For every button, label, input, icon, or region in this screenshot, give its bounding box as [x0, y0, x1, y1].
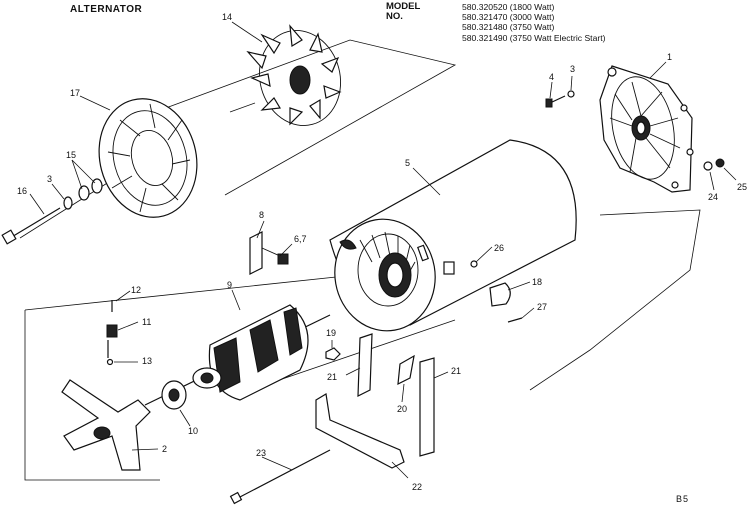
callout-label: 11 — [142, 317, 151, 327]
model-item: 580.321470 (3000 Watt) — [462, 12, 555, 23]
callout-label: 12 — [131, 285, 141, 295]
callout-label: 8 — [259, 210, 264, 220]
stator-housing — [329, 139, 577, 332]
callout-label: 3 — [47, 174, 52, 184]
diagram-title: ALTERNATOR — [70, 4, 143, 15]
tie-rod — [229, 449, 331, 505]
callout-label: 26 — [494, 243, 504, 253]
callout-label: 9 — [227, 280, 232, 290]
callout-label: 6,7 — [294, 234, 307, 244]
callout-label: 15 — [66, 150, 76, 160]
callout-label: 3 — [570, 64, 575, 74]
callout-label: 10 — [188, 426, 198, 436]
terminal-hardware — [417, 244, 523, 323]
fan-guard — [98, 98, 198, 218]
callout-label: 21 — [451, 366, 461, 376]
callout-leaders — [29, 21, 737, 479]
callout-label: 24 — [708, 192, 718, 202]
assembly-guide-lines — [19, 39, 701, 481]
callout-label: 23 — [256, 448, 266, 458]
callout-label: 16 — [17, 186, 27, 196]
page-code: B5 — [676, 494, 690, 504]
callout-label: 14 — [222, 12, 232, 22]
callout-label: 25 — [737, 182, 747, 192]
model-heading: MODEL NO. — [386, 1, 421, 23]
callout-label: 18 — [532, 277, 542, 287]
callout-label: 21 — [327, 372, 337, 382]
through-bolt — [1, 178, 103, 245]
drive-adapter — [61, 379, 151, 471]
rectifier-hardware — [106, 300, 118, 366]
brush-bracket — [249, 231, 289, 275]
callout-label: 2 — [162, 444, 167, 454]
bearing — [161, 380, 187, 410]
model-item: 580.320520 (1800 Watt) — [462, 2, 555, 12]
model-item: 580.321490 (3750 Watt Electric Start) — [462, 32, 606, 43]
mount-straps — [325, 333, 435, 457]
callout-label: 17 — [70, 88, 80, 98]
model-item: 580.321480 (3750 Watt) — [462, 22, 555, 33]
callout-label: 19 — [326, 328, 336, 338]
callout-label: 4 — [549, 72, 554, 82]
callout-label: 5 — [405, 158, 410, 168]
nut-washer — [703, 158, 725, 171]
cooling-fan — [246, 24, 342, 126]
mounting-screw — [545, 90, 575, 108]
callout-label: 13 — [142, 356, 152, 366]
callout-label: 27 — [537, 302, 547, 312]
mounting-base — [315, 393, 405, 469]
callout-label: 1 — [667, 52, 672, 62]
end-bell-housing — [599, 65, 694, 193]
callout-labels: 1 2 3 3 4 5 6,7 8 9 10 11 12 13 14 15 16… — [17, 12, 747, 492]
callout-label: 20 — [397, 404, 407, 414]
callout-label: 22 — [412, 482, 422, 492]
